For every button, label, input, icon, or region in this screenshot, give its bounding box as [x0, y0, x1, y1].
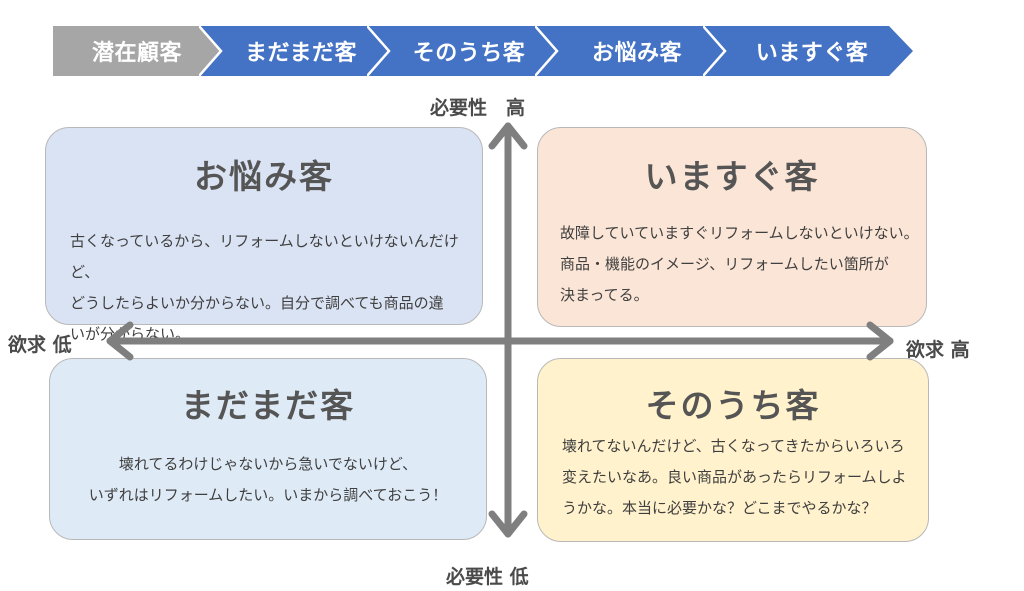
description-line: 古くなっているから、リフォームしないといけないんだけど、: [70, 232, 459, 281]
process-step-label: お悩み客: [591, 41, 682, 66]
vertical-axis-arrow: [488, 122, 528, 538]
description-line: どうしたらよいか分からない。自分で調べても商品の違: [70, 294, 444, 312]
description-line: 壊れてないんだけど、古くなってきたからいろいろ: [562, 437, 905, 455]
axis-label-desire-low: 欲求 低: [8, 334, 72, 356]
quadrant-troubled-customer: お悩み客 古くなっているから、リフォームしないといけないんだけど、 どうしたらよ…: [45, 127, 483, 343]
description-line: 商品・機能のイメージ、リフォームしたい箇所が: [560, 255, 889, 273]
customer-stage-process-bar: 潜在顧客 まだまだ客 そのうち客 お悩み客 いますぐ客: [53, 26, 913, 76]
process-step-potential: 潜在顧客: [53, 26, 239, 76]
quadrant-someday-customer: そのうち客 壊れてないんだけど、古くなってきたからいろいろ 変えたいなあ。良い商…: [537, 358, 929, 542]
description-line: 決まってる。: [560, 286, 649, 304]
description-line: 変えたいなあ。良い商品があったらリフォームしよ: [562, 468, 907, 486]
process-step-shape: [53, 26, 239, 76]
process-step-not-yet: まだまだ客: [199, 26, 389, 76]
description-line: 故障していていますぐリフォームしないといけない。: [560, 224, 919, 242]
quadrant-title: お悩み客: [194, 157, 334, 196]
horizontal-axis-arrow: [106, 321, 894, 361]
description-line: うかな。本当に必要かな？どこまでやるかな？: [562, 499, 877, 517]
quadrant-immediate-customer: いますぐ客 故障していていますぐリフォームしないといけない。 商品・機能のイメー…: [537, 127, 927, 327]
process-step-someday: そのうち客: [367, 26, 557, 76]
process-step-shape: [703, 26, 913, 76]
quadrant-title: いますぐ客: [644, 157, 820, 196]
process-step-immediate: いますぐ客: [703, 26, 913, 76]
process-step-label: まだまだ客: [244, 41, 358, 66]
axis-label-necessity-high: 必要性 高: [430, 97, 526, 119]
process-step-label: いますぐ客: [755, 41, 869, 66]
quadrant-title: まだまだ客: [180, 386, 356, 425]
quadrant-description: 壊れてないんだけど、古くなってきたからいろいろ 変えたいなあ。良い商品があったら…: [562, 431, 907, 524]
process-step-shape: [367, 26, 557, 76]
process-step-shape: [535, 26, 725, 76]
process-step-label: そのうち客: [412, 41, 526, 66]
quadrant-title: そのうち客: [645, 386, 821, 425]
quadrant-description: 故障していていますぐリフォームしないといけない。 商品・機能のイメージ、リフォー…: [560, 218, 919, 311]
quadrant-description: 壊れてるわけじゃないから急いでないけど、 いずれはリフォームしたい。いまから調べ…: [50, 449, 486, 511]
axis-label-desire-high: 欲求 高: [906, 339, 970, 361]
process-step-label: 潜在顧客: [91, 41, 182, 66]
description-line: いずれはリフォームしたい。いまから調べておこう！: [88, 486, 448, 504]
axis-label-necessity-low: 必要性 低: [446, 566, 529, 588]
process-step-shape: [199, 26, 389, 76]
quadrant-not-yet-customer: まだまだ客 壊れてるわけじゃないから急いでないけど、 いずれはリフォームしたい。…: [49, 358, 487, 540]
description-line: 壊れてるわけじゃないから急いでないけど、: [118, 455, 418, 473]
process-step-troubled: お悩み客: [535, 26, 725, 76]
